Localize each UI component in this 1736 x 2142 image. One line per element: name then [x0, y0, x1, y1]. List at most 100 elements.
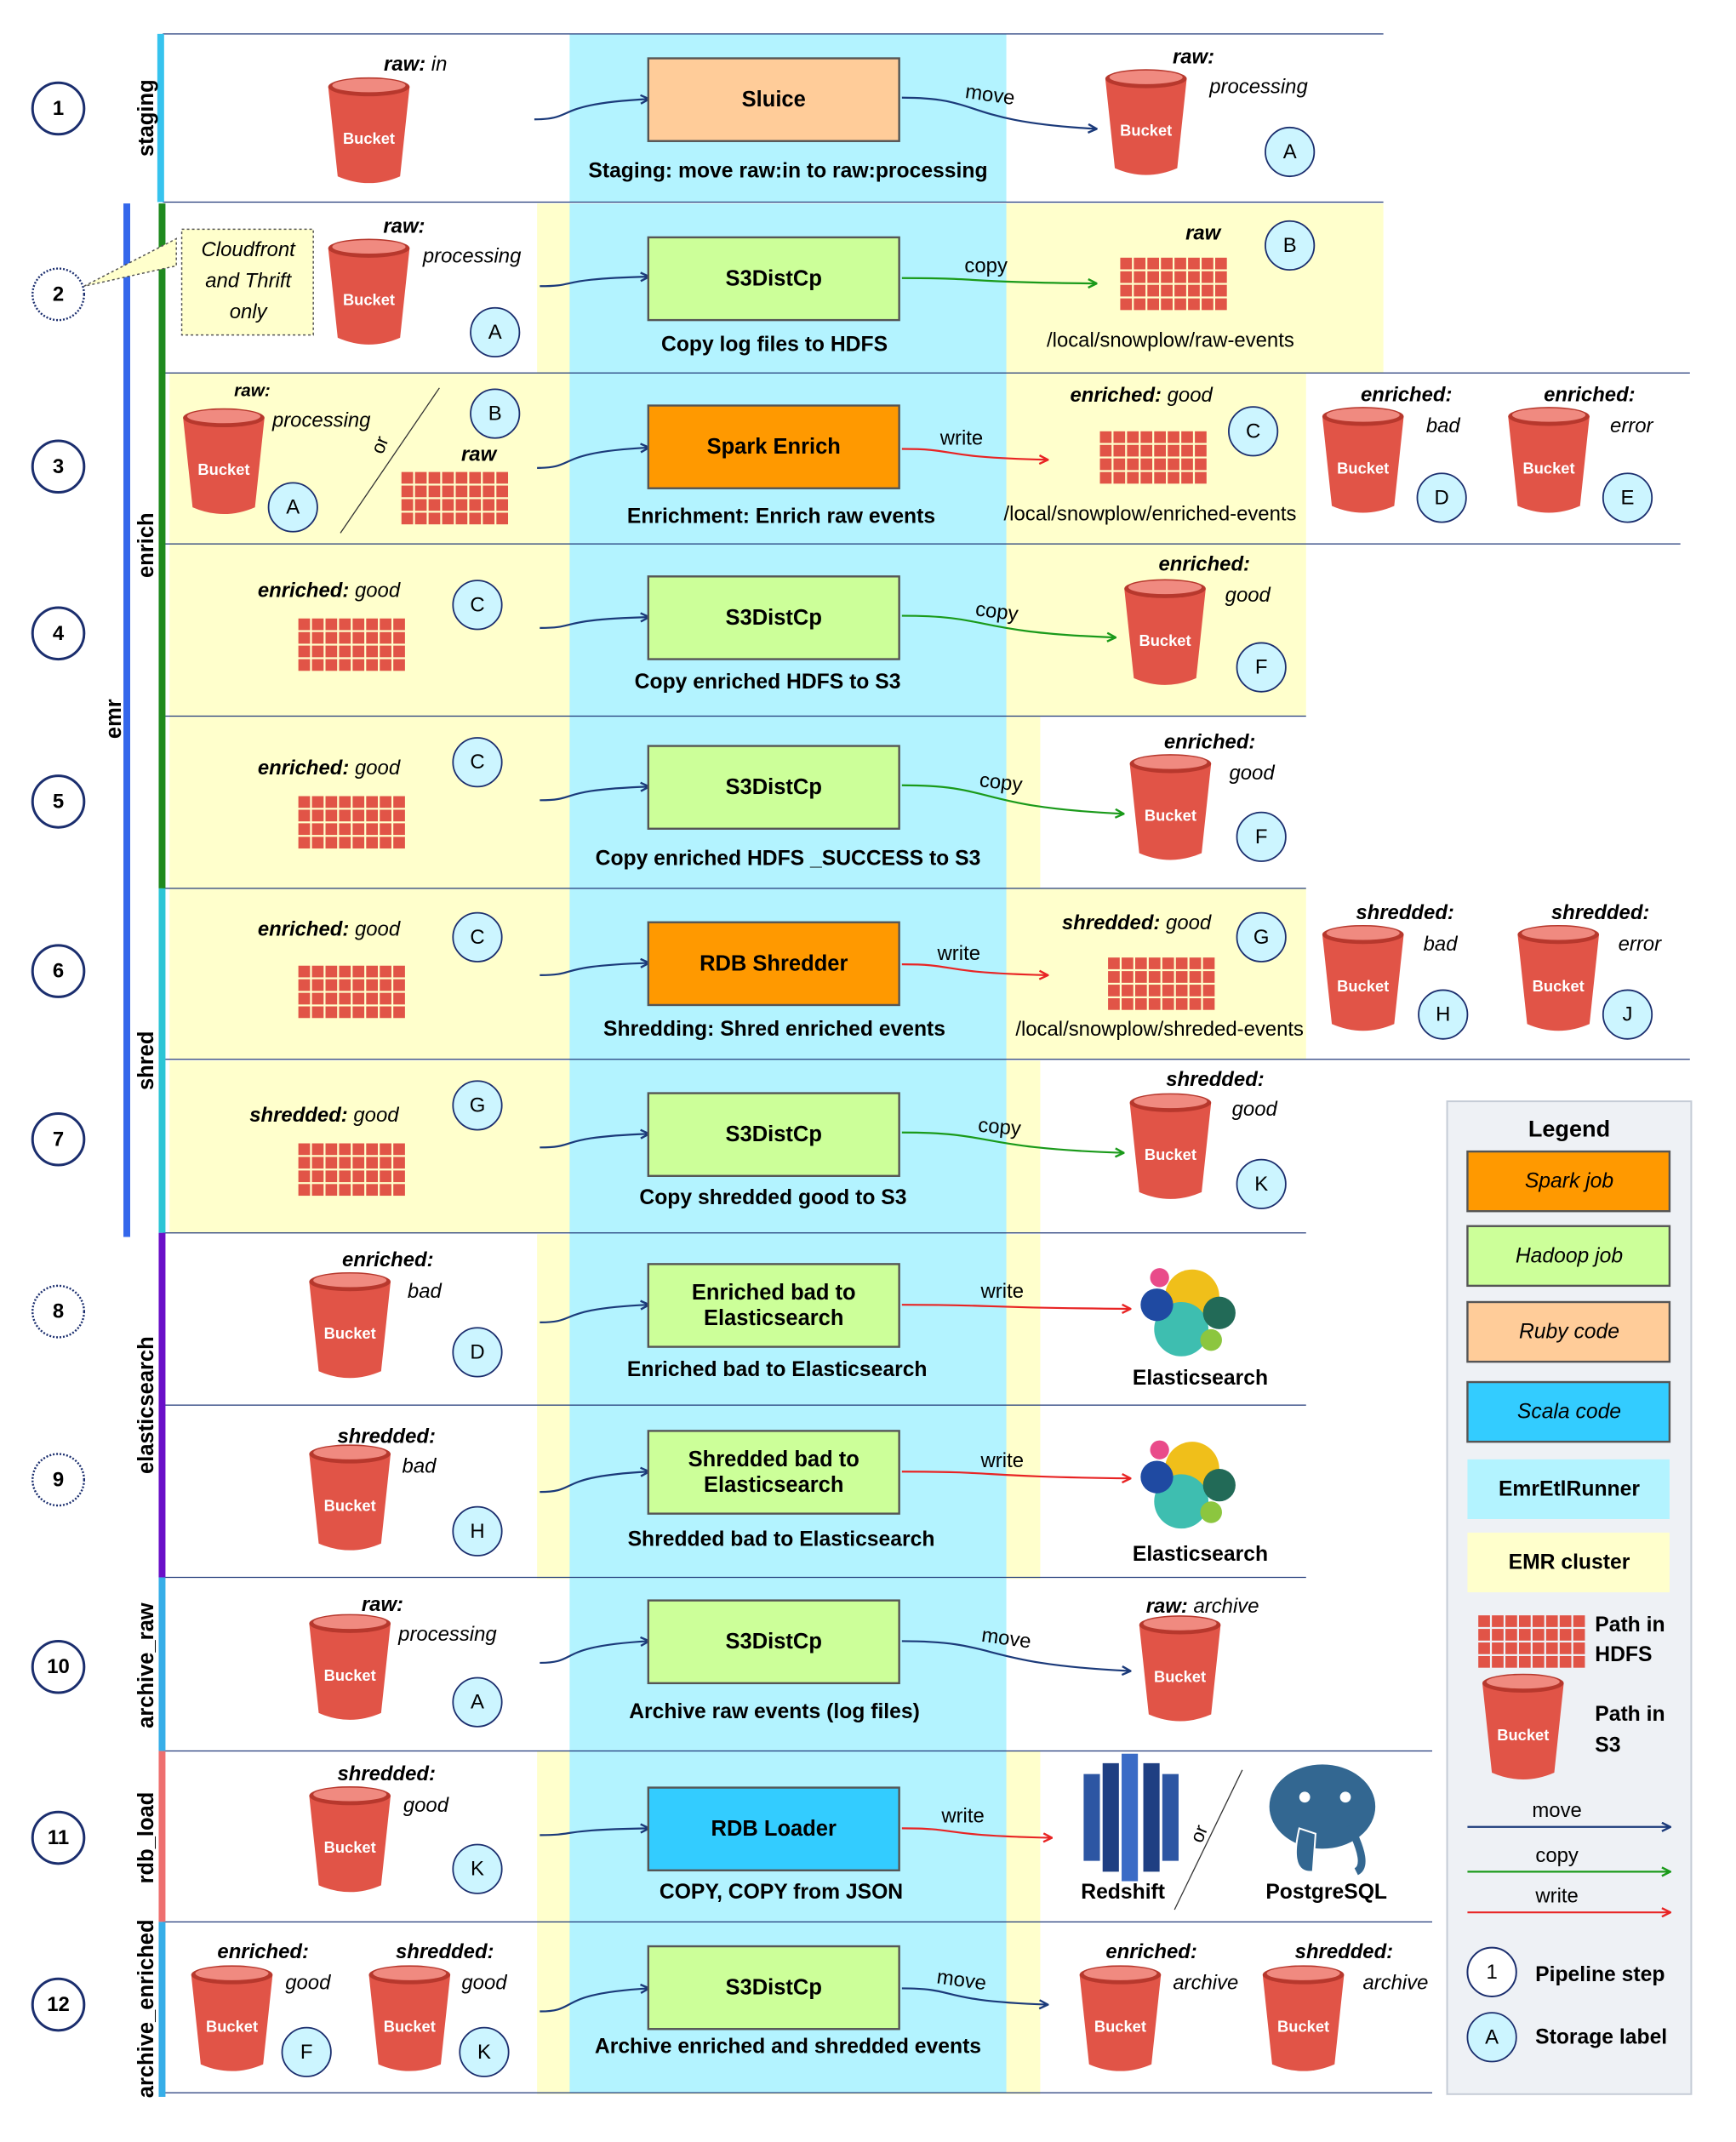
step-circle: [31, 1453, 86, 1507]
hdfs-cell: [1140, 431, 1153, 443]
hdfs-cell: [393, 796, 405, 808]
label-text: enriched:: [1544, 383, 1636, 406]
arrow-label: copy: [964, 254, 1008, 277]
step-number: 4: [53, 622, 65, 645]
hdfs-cell: [1215, 257, 1227, 270]
bucket-label: Bucket: [1277, 2018, 1329, 2036]
legend-item: EmrEtlRunner: [1467, 1459, 1670, 1519]
hdfs-cell: [442, 512, 454, 525]
es-petal: [1150, 1440, 1169, 1459]
redshift-bar: [1143, 1762, 1160, 1872]
hdfs-cell: [380, 645, 391, 658]
stage-bar-enrich: [158, 203, 166, 888]
step-circle: [31, 1111, 86, 1167]
bucket-body: [1079, 1974, 1162, 2071]
pg-trunk-right: [1345, 1824, 1366, 1876]
legend-item: Ruby code: [1466, 1300, 1671, 1363]
hdfs-cell: [1505, 1655, 1517, 1668]
hdfs-cell: [380, 979, 391, 991]
hdfs-grid-icon: [1099, 431, 1207, 484]
copy-arrow: [901, 614, 1115, 638]
hdfs-cell: [1108, 985, 1120, 997]
job-box: S3DistCp: [647, 1945, 900, 2031]
hdfs-cell: [1195, 444, 1207, 457]
hdfs-cell: [1122, 998, 1134, 1010]
hdfs-cell: [352, 796, 365, 808]
hdfs-cell: [442, 485, 454, 498]
job-name: S3DistCp: [726, 775, 822, 799]
hdfs-cell: [1559, 1615, 1572, 1627]
s3-bucket-icon: Bucket: [1262, 1965, 1345, 2071]
hdfs-cell: [1134, 957, 1147, 969]
hdfs-cell: [339, 659, 351, 671]
hdfs-grid-icon: [298, 796, 405, 849]
move-arrow: [901, 1987, 1048, 2004]
bucket-body: [309, 1282, 391, 1379]
storage-label-K: K: [1236, 1158, 1287, 1209]
pipeline-step-3: 3: [31, 439, 86, 494]
hdfs-cell: [352, 965, 365, 978]
storage-name: shredded: good: [1062, 911, 1212, 934]
hdfs-cell: [483, 499, 495, 511]
storage-label-F: F: [1236, 642, 1287, 693]
bucket-body: [191, 1974, 273, 2071]
hdfs-cell: [380, 965, 391, 978]
hdfs-cell: [1122, 957, 1134, 969]
label-text: enriched:: [217, 1940, 309, 1963]
storage-circle: [452, 1327, 503, 1378]
storage-letter: C: [470, 593, 484, 616]
storage-circle: [452, 911, 503, 962]
move-arrow: [540, 1988, 648, 2013]
hdfs-cell: [401, 512, 414, 525]
hdfs-cell: [1559, 1629, 1572, 1641]
hdfs-cell: [1175, 957, 1188, 969]
label-text: raw: [1185, 222, 1222, 245]
label-text: Redshift: [1081, 1881, 1165, 1904]
hdfs-cell: [393, 618, 405, 631]
step-number: 11: [48, 1826, 69, 1849]
storage-letter: A: [286, 496, 300, 519]
step-circle: [31, 267, 86, 322]
hdfs-cell: [1161, 284, 1173, 297]
move-arrow: [540, 1471, 648, 1494]
storage-circle: [1466, 2012, 1517, 2063]
label-text: good: [403, 1794, 449, 1817]
arrow-label: copy: [977, 1114, 1022, 1140]
bucket-rim-highlight: [195, 1966, 269, 1980]
hdfs-cell: [1573, 1615, 1585, 1627]
hdfs-cell: [455, 512, 468, 525]
hdfs-cell: [1148, 957, 1161, 969]
hdfs-cell: [1188, 257, 1200, 270]
stage-bar-archive_enriched: [158, 1922, 166, 2097]
bucket-rim-highlight: [1512, 408, 1586, 422]
legend-label: Ruby code: [1519, 1321, 1619, 1344]
storage-name: raw: archive: [1146, 1595, 1259, 1618]
hdfs-cell: [469, 499, 482, 511]
hdfs-cell: [1108, 971, 1120, 983]
arrow-label: write: [937, 942, 980, 965]
bucket-body: [1322, 934, 1404, 1031]
job-box: RDB Shredder: [647, 921, 900, 1007]
hdfs-cell: [1154, 444, 1166, 457]
hdfs-cell: [1573, 1629, 1585, 1641]
hdfs-cell: [339, 1157, 351, 1169]
redshift-bar: [1162, 1774, 1179, 1861]
hdfs-cell: [366, 659, 379, 671]
job-rect: [647, 745, 900, 830]
hdfs-grid-icon: [1120, 257, 1227, 311]
hdfs-cell: [393, 1170, 405, 1183]
hdfs-cell: [1532, 1629, 1545, 1641]
hdfs-cell: [1113, 458, 1126, 471]
hdfs-cell: [1154, 458, 1166, 471]
hdfs-cell: [393, 631, 405, 644]
storage-label-C: C: [452, 911, 503, 962]
hdfs-cell: [483, 471, 495, 484]
hdfs-cell: [1120, 257, 1133, 270]
hdfs-cell: [380, 837, 391, 849]
hdfs-cell: [1122, 971, 1134, 983]
bucket-label: Bucket: [324, 1666, 376, 1684]
storage-label-A: A: [1265, 126, 1316, 178]
hdfs-cell: [1559, 1655, 1572, 1668]
s3-bucket-icon: Bucket: [368, 1965, 451, 2071]
